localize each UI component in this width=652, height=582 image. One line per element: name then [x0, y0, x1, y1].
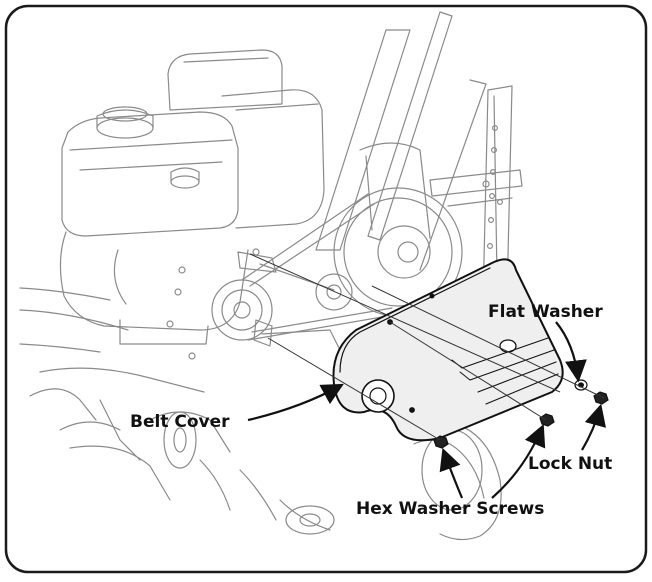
belt-cover-part-icon [332, 258, 564, 442]
hex-screw-leader-left [439, 447, 464, 499]
hex-washer-screws-label: Hex Washer Screws [356, 499, 545, 519]
hex-screw-leader-right [491, 423, 546, 499]
lock-nut-label: Lock Nut [528, 454, 613, 474]
lock-nut-leader [581, 403, 606, 451]
belt-cover-label: Belt Cover [130, 412, 230, 432]
diagram-frame [4, 4, 648, 574]
hardware-parts-icon [433, 379, 609, 449]
flat-washer-leader [555, 321, 587, 383]
hex-washer-screw-icon [539, 413, 555, 427]
leader-arrows [247, 321, 606, 499]
belt-cover-leader [247, 383, 344, 422]
tiller-illustration-icon [19, 11, 523, 541]
flat-washer-label: Flat Washer [488, 302, 603, 322]
